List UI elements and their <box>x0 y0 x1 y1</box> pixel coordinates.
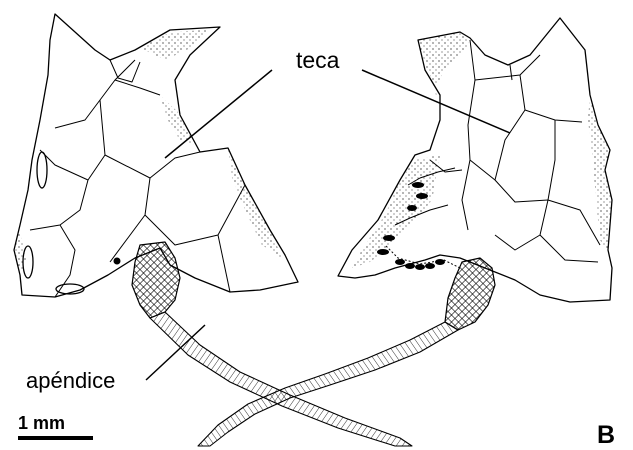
theca-label: teca <box>296 47 339 74</box>
left-appendix-shaft <box>150 312 412 446</box>
scale-bar <box>18 436 93 440</box>
left-theca-dot <box>114 258 121 265</box>
right-appendix-base <box>445 258 495 330</box>
teca-leader-left <box>165 70 272 158</box>
scale-bar-label: 1 mm <box>18 413 65 434</box>
appendix-label: apéndice <box>26 368 115 394</box>
panel-letter: B <box>597 421 615 450</box>
left-appendix-base <box>132 242 180 318</box>
